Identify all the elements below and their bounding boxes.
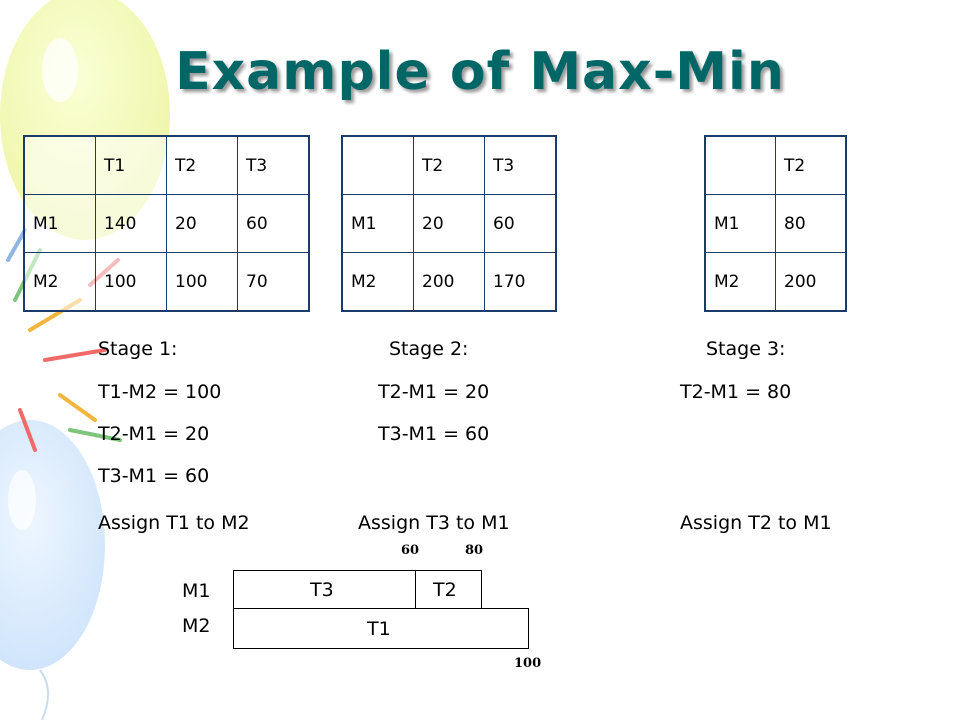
table-cell: 100 [95, 252, 167, 312]
table-cell: T2 [775, 135, 847, 195]
table-cell: M2 [341, 252, 414, 312]
stage-1-label: Stage 1: [98, 338, 178, 360]
stage-3-line: T2-M1 = 80 [680, 381, 792, 403]
stage-1-assignment: Assign T1 to M2 [98, 512, 250, 534]
stage-2-assignment: Assign T3 to M1 [358, 512, 510, 534]
table-cell: T2 [413, 135, 485, 195]
table-cell: 60 [237, 194, 310, 253]
table-row: M2 100 100 70 [23, 252, 310, 312]
stage-2-line: T2-M1 = 20 [378, 381, 490, 403]
cost-table-stage-1: T1 T2 T3 M1 140 20 60 M2 100 100 70 [23, 135, 310, 312]
table-cell: 20 [413, 194, 485, 253]
table-row: M1 140 20 60 [23, 194, 310, 253]
table-cell: 20 [166, 194, 238, 253]
gantt-bar-m1-t3: T3 [233, 570, 417, 609]
gantt-bar-label: T3 [310, 578, 334, 601]
stage-3-label: Stage 3: [706, 338, 786, 360]
stage-3-assignment: Assign T2 to M1 [680, 512, 832, 534]
table-cell: M1 [341, 194, 414, 253]
table-cell: 80 [775, 194, 847, 253]
stage-1-line: T1-M2 = 100 [98, 381, 222, 403]
gantt-bar-m2-t1: T1 [233, 608, 529, 649]
time-label: 100 [514, 656, 542, 671]
cost-table-stage-2: T2 T3 M1 20 60 M2 200 170 [341, 135, 557, 312]
blue-balloon [0, 420, 105, 720]
table-cell: M1 [704, 194, 776, 253]
table-row: M2 200 [704, 252, 847, 312]
table-row: M2 200 170 [341, 252, 557, 312]
table-cell: M1 [23, 194, 96, 253]
gantt-bar-label: T2 [433, 578, 457, 601]
table-cell: M2 [704, 252, 776, 312]
table-cell: M2 [23, 252, 96, 312]
table-row: M1 80 [704, 194, 847, 253]
page-title: Example of Max-Min [175, 42, 785, 102]
table-cell: 170 [484, 252, 557, 312]
table-cell: T1 [95, 135, 167, 195]
table-cell [23, 135, 96, 195]
table-cell [341, 135, 414, 195]
machine-label-m2: M2 [182, 615, 211, 637]
gantt-bar-label: T1 [367, 617, 391, 640]
table-cell: 140 [95, 194, 167, 253]
table-row: T2 T3 [341, 135, 557, 195]
machine-label-m1: M1 [182, 580, 211, 602]
table-cell: T3 [237, 135, 310, 195]
table-row: T2 [704, 135, 847, 195]
cost-table-stage-3: T2 M1 80 M2 200 [704, 135, 847, 312]
gantt-bar-m1-t2: T2 [415, 570, 482, 609]
table-row: T1 T2 T3 [23, 135, 310, 195]
stage-1-line: T2-M1 = 20 [98, 423, 210, 445]
table-cell: 100 [166, 252, 238, 312]
table-cell: 200 [413, 252, 485, 312]
table-cell: 70 [237, 252, 310, 312]
table-cell: T3 [484, 135, 557, 195]
table-cell: 60 [484, 194, 557, 253]
table-cell: 200 [775, 252, 847, 312]
stage-2-line: T3-M1 = 60 [378, 423, 490, 445]
table-row: M1 20 60 [341, 194, 557, 253]
time-label: 80 [465, 543, 484, 558]
time-label: 60 [401, 543, 420, 558]
stage-1-line: T3-M1 = 60 [98, 465, 210, 487]
stage-2-label: Stage 2: [389, 338, 469, 360]
table-cell [704, 135, 776, 195]
table-cell: T2 [166, 135, 238, 195]
